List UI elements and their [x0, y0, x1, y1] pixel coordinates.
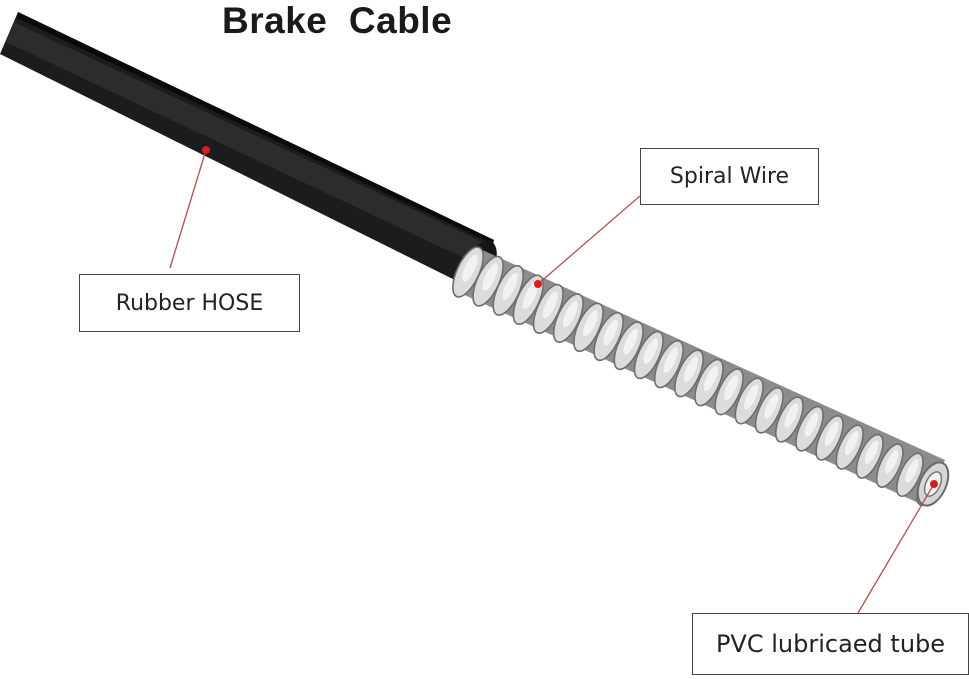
spiral-coil-highlight [864, 440, 879, 465]
spiral-coil-highlight [723, 375, 739, 401]
spiral-coil-highlight [804, 412, 819, 437]
spiral-coil-highlight [482, 263, 498, 291]
spiral-coil-highlight [502, 272, 518, 300]
spiral-coil-highlight [603, 319, 618, 346]
spiral-coil-highlight [885, 449, 899, 474]
spiral-wire-label: Spiral Wire [640, 148, 819, 205]
spiral-coil-highlight [562, 300, 578, 328]
spiral-coil-highlight [623, 328, 639, 355]
spiral-coil-highlight [522, 282, 538, 310]
spiral-coil-highlight [663, 347, 679, 373]
marker-rubber-hose [202, 146, 210, 154]
spiral-coil-highlight [764, 394, 779, 419]
spiral-coil-highlight [542, 291, 558, 319]
spiral-coil-highlight [744, 384, 759, 410]
rubber-hose-label: Rubber HOSE [79, 274, 300, 332]
rubber-hose [0, 12, 497, 290]
markers [202, 146, 938, 488]
marker-spiral-wire [534, 280, 542, 288]
marker-pvc-tube [930, 480, 938, 488]
spiral-coil-highlight [583, 310, 598, 337]
spiral-coil-highlight [844, 431, 859, 456]
leader-line-pvc [857, 483, 935, 614]
spiral-coil-highlight [643, 338, 659, 364]
figure-title: Brake Cable [222, 0, 453, 41]
spiral-coil-highlight [824, 421, 839, 446]
leader-lines [169, 149, 935, 614]
spiral-coil-highlight [784, 403, 799, 428]
leader-line-spiral [537, 195, 641, 285]
pvc-tube-label: PVC lubricaed tube [692, 613, 969, 675]
spiral-wire-housing [452, 246, 945, 507]
spiral-coil-highlight [683, 356, 699, 383]
spiral-coil-highlight [462, 254, 478, 282]
spiral-coil-highlight [703, 366, 719, 392]
spiral-coil-highlight [905, 459, 919, 483]
leader-line-rubber [169, 149, 207, 269]
